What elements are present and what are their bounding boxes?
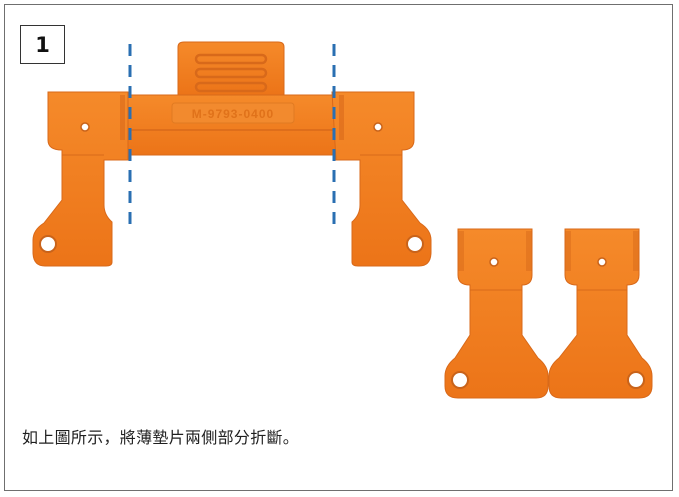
step-number: 1	[35, 32, 50, 57]
instruction-caption: 如上圖所示，將薄墊片兩側部分折斷。	[22, 428, 300, 447]
blue-dashed-cut-lines-icon	[128, 44, 336, 232]
shim-full-icon: M-9793-0400	[32, 41, 432, 267]
shim-piece-right-icon	[548, 228, 653, 399]
step-number-badge: 1	[20, 25, 65, 64]
shim-piece-left-icon	[444, 228, 549, 399]
instruction-panel	[4, 4, 673, 491]
embossed-part-number: M-9793-0400	[192, 107, 274, 121]
tab-grip-ridges	[194, 53, 268, 93]
